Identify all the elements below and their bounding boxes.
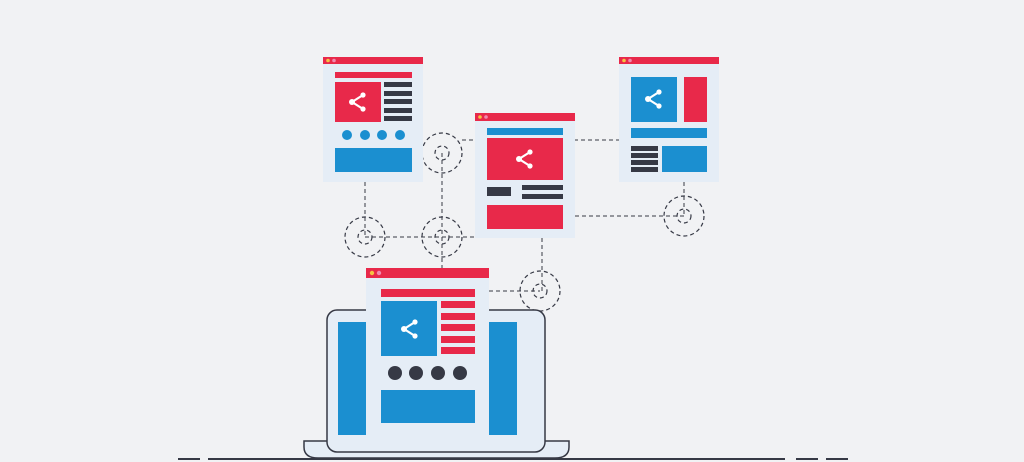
- webpage-card-laptop-screen: [366, 268, 489, 450]
- node-circle: [663, 195, 705, 237]
- webpage-card-top-left: [323, 57, 423, 182]
- webpage-card-top-right: [619, 57, 719, 182]
- node-circle: [421, 132, 463, 174]
- node-circle: [344, 216, 386, 258]
- node-circle: [421, 216, 463, 258]
- webpage-card-middle: [475, 113, 575, 238]
